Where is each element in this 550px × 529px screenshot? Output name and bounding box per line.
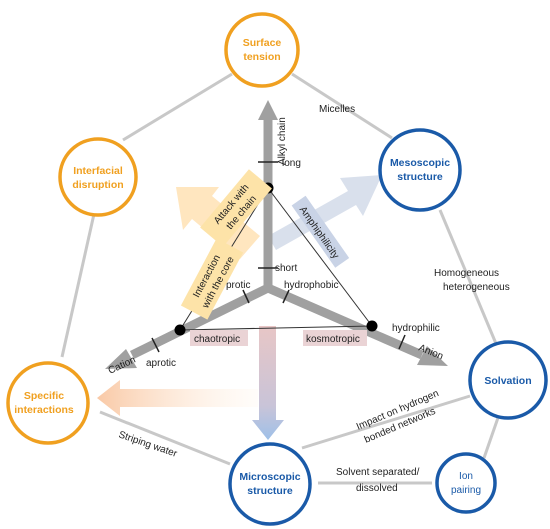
anion-axis [266, 283, 424, 360]
micelles-label: Micelles [319, 104, 355, 115]
svg-text:Solvation: Solvation [484, 375, 531, 387]
svg-text:Specific: Specific [24, 390, 64, 402]
svg-text:Interfacial: Interfacial [73, 165, 123, 177]
svg-text:structure: structure [397, 171, 443, 183]
homogeneous-label: Homogeneous [434, 268, 499, 279]
alkyl-chain-label: Alkyl chain [277, 117, 288, 165]
kosmotropic-label: kosmotropic [306, 334, 360, 345]
specific-arrow [97, 380, 258, 416]
broad-arrows [97, 175, 382, 440]
svg-text:interactions: interactions [14, 404, 74, 416]
tick-protic [242, 289, 250, 304]
mesoscopic-arrow [268, 175, 382, 250]
chaotropic-label: chaotropic [194, 334, 240, 345]
edge-mesoscopic-solvation [438, 209, 499, 347]
protic-label: protic [226, 280, 250, 291]
hydrophilic-label: hydrophilic [392, 323, 440, 334]
tick-aprotic [151, 337, 160, 353]
short-label: short [275, 263, 297, 274]
node-interfacial-disruption: Interfacial disruption [58, 137, 138, 217]
alkyl-chain-arrowhead [258, 100, 278, 120]
aprotic-label: aprotic [146, 358, 176, 369]
node-microscopic-structure: Microscopic structure [228, 442, 312, 526]
hydrophobic-label: hydrophobic [284, 280, 338, 291]
node-surface-tension: Surface tension [224, 12, 300, 88]
heterogeneous-label: heterogeneous [443, 282, 510, 293]
edge-surface-interfacial [122, 72, 233, 142]
svg-text:Surface: Surface [243, 37, 282, 49]
anion-arrowhead [417, 346, 448, 366]
svg-text:structure: structure [247, 485, 293, 497]
svg-text:tension: tension [243, 51, 280, 63]
cation-arrowhead [105, 349, 137, 369]
svg-text:Ion: Ion [459, 471, 473, 482]
edge-solvation-ionpairing [482, 411, 502, 459]
node-solvation: Solvation [468, 340, 548, 420]
solvent-separated-label: Solvent separated/ [336, 467, 420, 478]
edge-microscopic-solvation [301, 394, 471, 450]
node-mesoscopic-structure: Mesoscopic structure [378, 128, 462, 212]
long-label: long [282, 158, 301, 169]
dot-anion [366, 320, 378, 332]
connecting-edges [60, 72, 502, 485]
kosmotropic-box [303, 330, 367, 346]
svg-text:pairing: pairing [451, 485, 481, 496]
svg-text:Microscopic: Microscopic [239, 471, 300, 483]
dot-cation [174, 324, 186, 336]
node-ion-pairing: Ion pairing [435, 452, 497, 514]
tick-hydrophobic [282, 289, 290, 304]
dissolved-label: dissolved [356, 483, 398, 494]
node-specific-interactions: Specific interactions [6, 361, 90, 445]
tick-marks [151, 161, 406, 353]
striping-water-label: Striping water [117, 429, 179, 460]
svg-text:Mesoscopic: Mesoscopic [390, 157, 450, 169]
svg-text:disruption: disruption [72, 179, 123, 191]
edge-surface-mesoscopic [291, 72, 393, 140]
microscopic-arrow [252, 326, 284, 440]
edge-interfacial-specific [60, 213, 96, 358]
tick-hydrophilic [398, 334, 406, 350]
chaotropic-box [190, 330, 248, 346]
edge-specific-microscopic [99, 410, 231, 466]
